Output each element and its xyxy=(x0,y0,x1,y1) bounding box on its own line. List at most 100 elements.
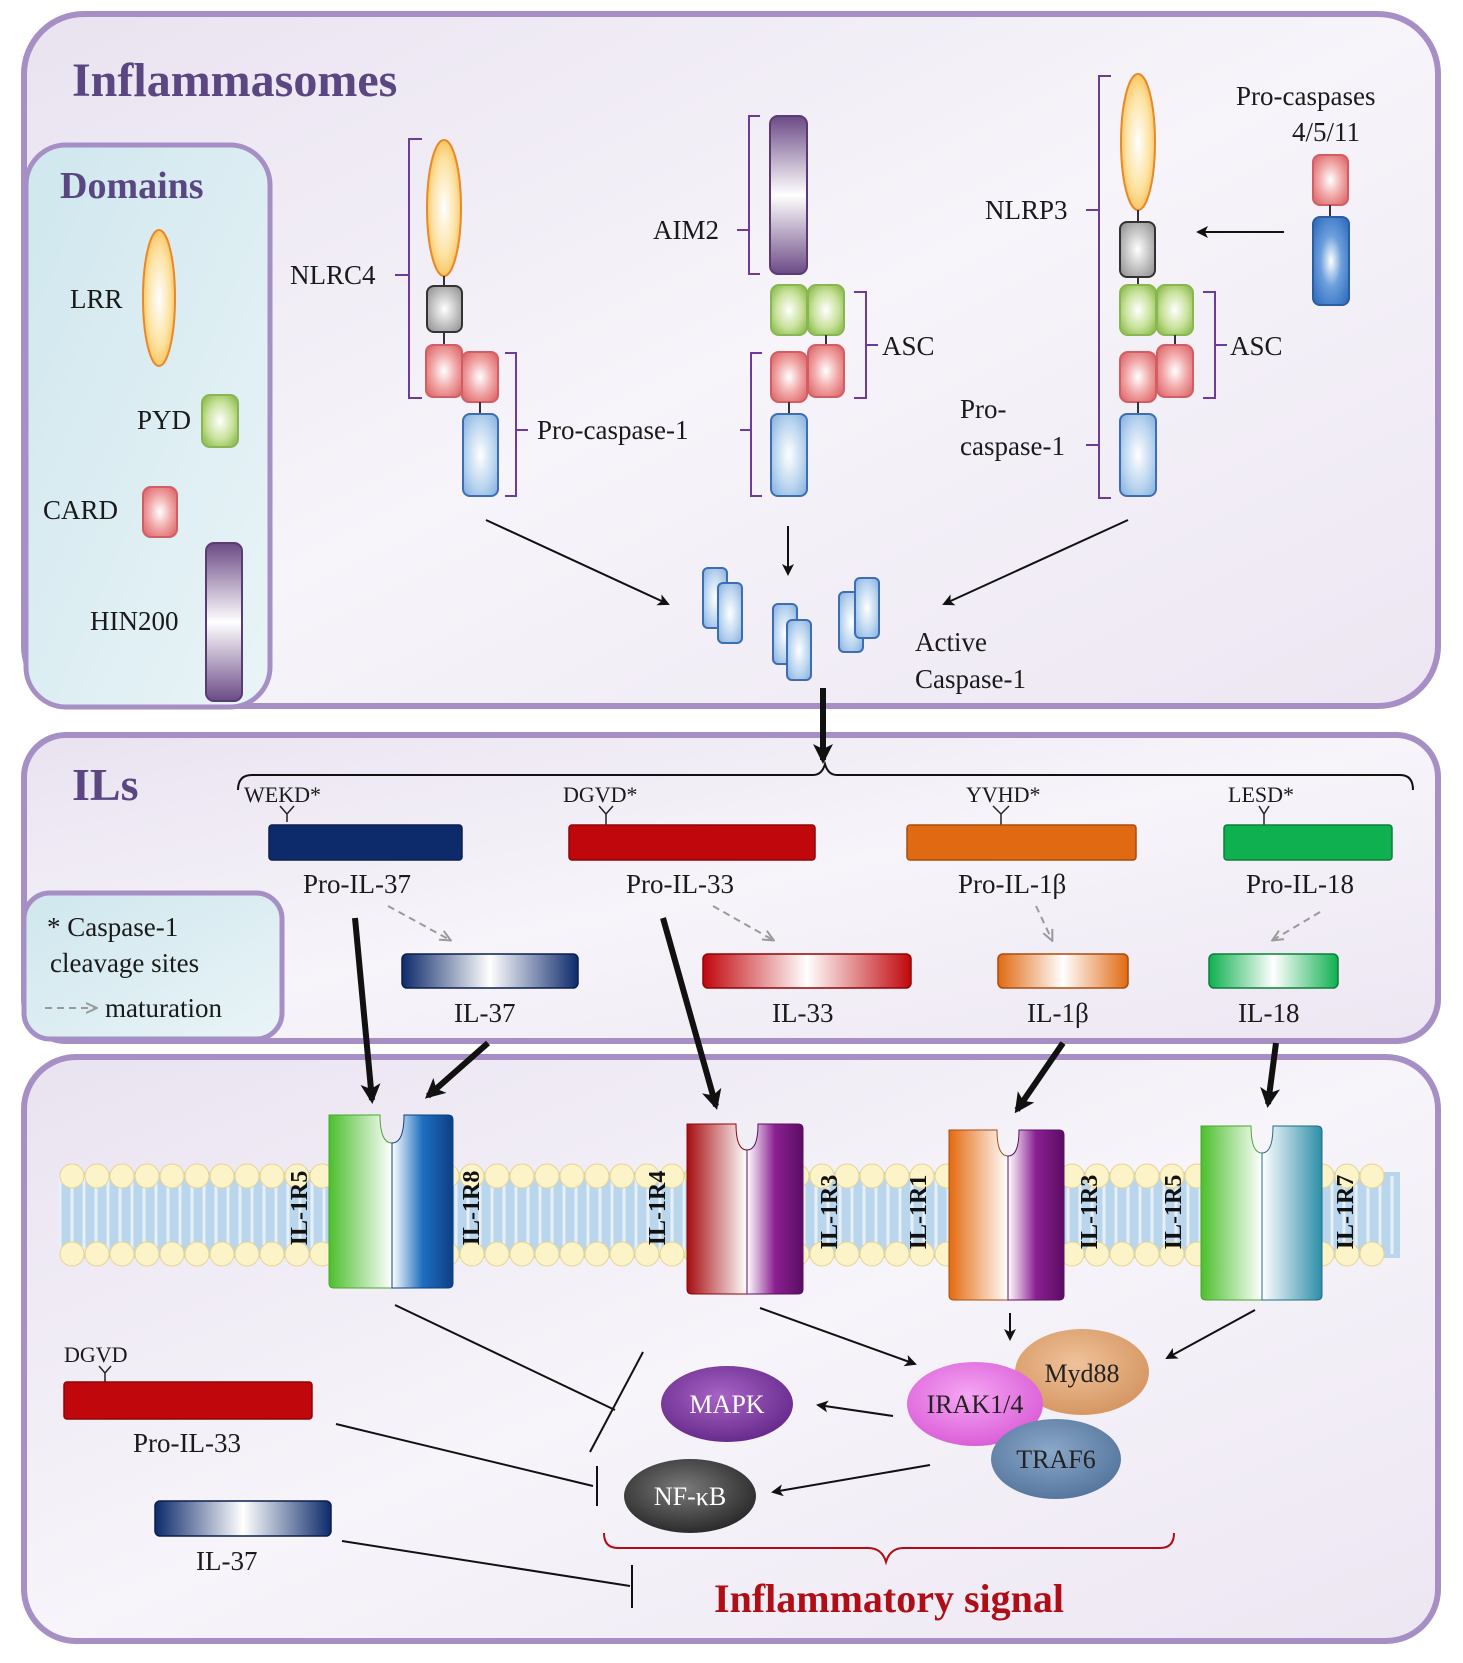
site-il18: LESD* xyxy=(1228,782,1294,807)
il1b-maturation-arrow xyxy=(1035,905,1052,940)
nlrp3-label: NLRP3 xyxy=(985,195,1068,225)
irak-node xyxy=(907,1362,1043,1446)
il1r7-to-myd88-arrow xyxy=(1165,1309,1256,1359)
domain-hin200-label: HIN200 xyxy=(90,606,179,636)
myd88-node xyxy=(1015,1329,1149,1415)
procaspase-1-label-b-line1: Pro- xyxy=(960,394,1007,424)
il18-maturation-arrow xyxy=(1273,911,1321,940)
receptor-label-8: IL-1R7 xyxy=(1333,1175,1359,1250)
pro-il33-bar xyxy=(568,824,816,861)
nlrp3-to-active-arrow xyxy=(942,519,1129,606)
receptor-il1r4-il1r3 xyxy=(686,1123,804,1295)
domain-pyd-label: PYD xyxy=(137,405,191,435)
hin200-icon xyxy=(205,542,243,702)
procaspase-card-icon xyxy=(461,351,499,403)
inflammatory-signal-label: Inflammatory signal xyxy=(714,1576,1064,1621)
il1r4-to-irak-arrow xyxy=(759,1307,917,1367)
active-caspase-1-icon xyxy=(702,567,880,681)
receptor-label-4: IL-1R3 xyxy=(817,1175,843,1250)
receptor-label-2: IL-1R8 xyxy=(459,1171,485,1246)
aim2-complex: AIM2 xyxy=(653,115,878,497)
nlrp3-asc-card-icon xyxy=(1156,344,1194,398)
pro-il37-to-receptor-arrow xyxy=(352,917,381,1104)
traf6-label: TRAF6 xyxy=(1016,1445,1095,1474)
nlrp3-complex: NLRP3 xyxy=(985,73,1227,499)
procaspase-4511-card-icon xyxy=(1312,154,1349,206)
site-il37: WEKD* xyxy=(244,782,321,807)
il18-bar xyxy=(1208,953,1339,989)
procaspase-body-icon xyxy=(462,413,499,497)
nlrp3-asc-pyd-icon xyxy=(1156,284,1194,336)
nlrc4-card-icon xyxy=(425,344,463,398)
receptor-label-1: IL-1R5 xyxy=(287,1171,313,1246)
inflammatory-signal-brace xyxy=(603,1532,1175,1566)
intracellular-site-dgvd: DGVD xyxy=(64,1342,128,1367)
pro-il33-to-receptor-arrow xyxy=(660,917,722,1110)
inflammasomes-title: Inflammasomes xyxy=(72,54,397,107)
pro-il1b-label: Pro-IL-1β xyxy=(958,869,1066,899)
il37-inhibition-line xyxy=(341,1540,631,1587)
nlrc4-to-active-arrow xyxy=(485,519,670,606)
il1r5-inhibition-line xyxy=(394,1304,616,1411)
pyd-icon xyxy=(201,394,239,448)
nlrc4-complex: NLRC4 xyxy=(290,138,528,497)
asc-label-2: ASC xyxy=(1230,331,1283,361)
myd88-label: Myd88 xyxy=(1044,1359,1119,1388)
il33-label: IL-33 xyxy=(772,998,833,1028)
aim2-label: AIM2 xyxy=(653,215,719,245)
pro-il37-bar xyxy=(268,824,463,861)
irak-to-mapk-arrow xyxy=(816,1400,894,1417)
receptor-il1r5-il1r8 xyxy=(328,1114,454,1289)
nlrp3-lrr-icon xyxy=(1120,73,1156,211)
pro-il37-label: Pro-IL-37 xyxy=(303,869,411,899)
traf6-to-nfkb-arrow xyxy=(771,1464,931,1497)
intracellular-pro-il33-label: Pro-IL-33 xyxy=(133,1428,241,1458)
pro-il18-label: Pro-IL-18 xyxy=(1246,869,1354,899)
nlrp3-pyd-icon xyxy=(1119,284,1157,336)
asc-card-icon xyxy=(807,344,845,398)
site-il1b: YVHD* xyxy=(966,782,1041,807)
asc-pyd-icon xyxy=(807,284,845,336)
aim2-pyd-icon xyxy=(770,284,808,336)
il37-to-receptor-arrow xyxy=(425,1040,490,1099)
pro-il33-inhibition-line xyxy=(335,1423,594,1487)
irak-label: IRAK1/4 xyxy=(927,1390,1024,1419)
nlrp3-procaspase-card-icon xyxy=(1119,351,1157,403)
receptor-label-5: IL-1R1 xyxy=(906,1175,932,1250)
il37-label: IL-37 xyxy=(454,998,515,1028)
il18-label: IL-18 xyxy=(1238,998,1299,1028)
legend-line1: * Caspase-1 xyxy=(47,912,178,942)
procaspase-1-label-b-line2: caspase-1 xyxy=(960,431,1065,461)
site-il33: DGVD* xyxy=(563,782,638,807)
legend-line2: cleavage sites xyxy=(50,948,199,978)
il1b-to-receptor-arrow xyxy=(1014,1041,1066,1114)
receptor-label-6: IL-1R3 xyxy=(1077,1175,1103,1250)
legend-line3: maturation xyxy=(105,993,222,1023)
receptor-label-7: IL-1R5 xyxy=(1161,1175,1187,1250)
pro-il18-bar xyxy=(1223,824,1393,861)
aim2-hin200-icon xyxy=(769,115,808,275)
active-caspase-label-line1: Active xyxy=(915,627,987,657)
pro-il33-label: Pro-IL-33 xyxy=(626,869,734,899)
intracellular-pro-il33-bar xyxy=(63,1381,313,1420)
aim2-procaspase-card-icon xyxy=(770,351,808,403)
nlrc4-lrr-icon xyxy=(426,139,462,277)
mapk-label: MAPK xyxy=(689,1390,764,1419)
il1b-bar xyxy=(997,953,1129,989)
ils-brace xyxy=(237,760,1414,791)
receptor-il1r1-il1r3 xyxy=(948,1129,1065,1301)
asc-label-1: ASC xyxy=(882,331,935,361)
active-caspase-label-line2: Caspase-1 xyxy=(915,664,1026,694)
domain-lrr-label: LRR xyxy=(70,284,123,314)
pro-il1b-bar xyxy=(906,824,1137,861)
nlrp3-procaspase-body-icon xyxy=(1119,413,1157,497)
aim2-procaspase-body-icon xyxy=(770,413,808,497)
domains-title: Domains xyxy=(60,165,204,207)
ils-title: ILs xyxy=(72,759,138,810)
procaspases-label-line2: 4/5/11 xyxy=(1292,117,1360,147)
il18-to-receptor-arrow xyxy=(1260,1042,1280,1108)
inhibition-bar-1 xyxy=(589,1351,644,1453)
nlrc4-nbd-icon xyxy=(426,285,463,333)
intracellular-il37-label: IL-37 xyxy=(196,1546,257,1576)
nlrp3-nbd-icon xyxy=(1119,221,1156,278)
